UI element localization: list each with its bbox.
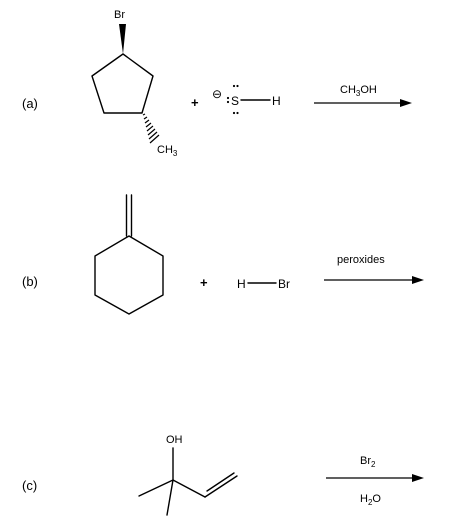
plus-sign-a: + xyxy=(191,95,199,110)
hydrogen-bromide: H Br xyxy=(237,277,290,291)
hydrogen-atom-a: H xyxy=(272,94,281,108)
reaction-arrow-b xyxy=(324,276,424,284)
bromine-reagent: Br2 xyxy=(360,455,376,469)
allylic-alcohol-skeleton: OH xyxy=(138,434,238,516)
peroxides-condition: peroxides xyxy=(337,254,385,266)
sulfur-atom: S xyxy=(231,94,239,108)
water-solvent: H2O xyxy=(360,493,381,507)
cyclopentane-ring xyxy=(91,53,154,114)
methyl-substituent: CH3 xyxy=(157,144,178,158)
plus-sign-b: + xyxy=(200,275,208,290)
reaction-c: (c) OH Br2 H2O xyxy=(22,434,424,516)
reaction-a-label: (a) xyxy=(22,96,38,111)
hydroxyl-group: OH xyxy=(166,434,183,446)
vinyl-double-bond xyxy=(204,472,238,498)
reaction-b-label: (b) xyxy=(22,274,38,289)
negative-charge-icon: ⊖ xyxy=(212,87,222,101)
solvent-condition: CH3OH xyxy=(340,84,377,98)
methyl-bond-1 xyxy=(138,479,174,497)
wedge-bond-br xyxy=(119,24,126,54)
reaction-arrow-a xyxy=(314,99,412,107)
hydrosulfide-anion: ⊖ S H xyxy=(212,84,281,115)
exocyclic-double-bond xyxy=(125,194,133,237)
reaction-c-label: (c) xyxy=(22,478,37,493)
reaction-b: (b) + H Br peroxides xyxy=(22,194,424,315)
reaction-a: (a) Br CH3 + ⊖ S xyxy=(22,9,412,158)
bromine-atom-b: Br xyxy=(278,277,290,291)
cyclohexane-ring xyxy=(94,235,164,315)
hashed-bond-ch3 xyxy=(142,113,160,144)
bromo-substituent: Br xyxy=(114,9,125,21)
hydrogen-atom-b: H xyxy=(237,277,246,291)
lone-pairs-icon xyxy=(226,84,239,115)
methyl-bond-2 xyxy=(166,479,174,516)
vinyl-single-bond xyxy=(172,479,206,498)
reaction-arrow-c xyxy=(326,474,424,482)
